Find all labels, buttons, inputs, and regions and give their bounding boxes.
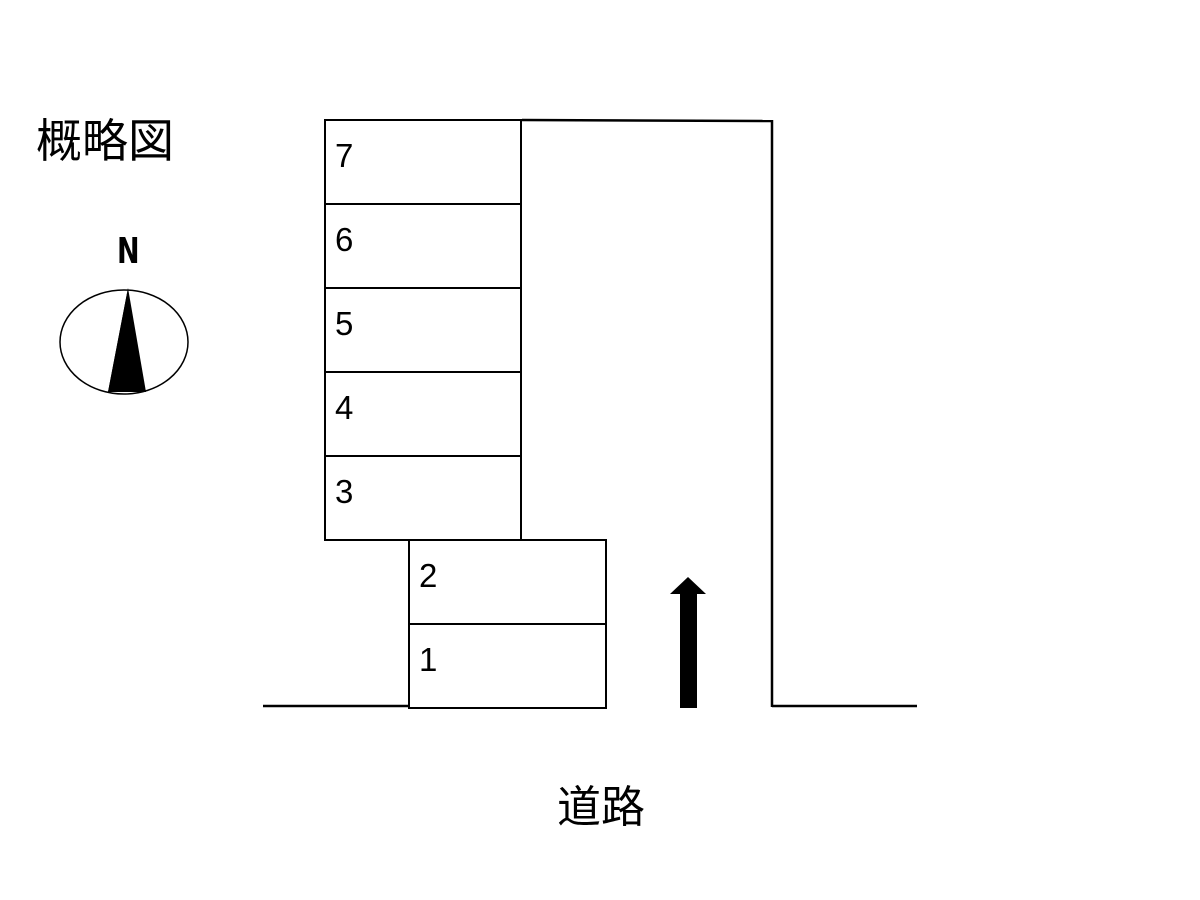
compass-north-label: N xyxy=(117,231,140,272)
parking-slot-7: 7 xyxy=(324,119,522,205)
road-label: 道路 xyxy=(557,782,645,833)
slot-number: 4 xyxy=(335,389,354,426)
parking-slot-4: 4 xyxy=(324,371,522,457)
parking-slot-6: 6 xyxy=(324,203,522,289)
slot-number: 2 xyxy=(419,557,438,594)
slot-number: 6 xyxy=(335,221,354,258)
slot-number: 7 xyxy=(335,137,354,174)
up-arrow-icon xyxy=(670,577,706,708)
slot-number: 3 xyxy=(335,473,354,510)
compass-icon xyxy=(59,288,189,395)
parking-slot-5: 5 xyxy=(324,287,522,373)
slot-number: 1 xyxy=(419,641,438,678)
slot-number: 5 xyxy=(335,305,354,342)
parking-slot-3: 3 xyxy=(324,455,522,541)
parking-slot-2: 2 xyxy=(408,539,607,625)
diagram-title: 概略図 xyxy=(36,114,174,168)
parking-slot-1: 1 xyxy=(408,623,607,709)
